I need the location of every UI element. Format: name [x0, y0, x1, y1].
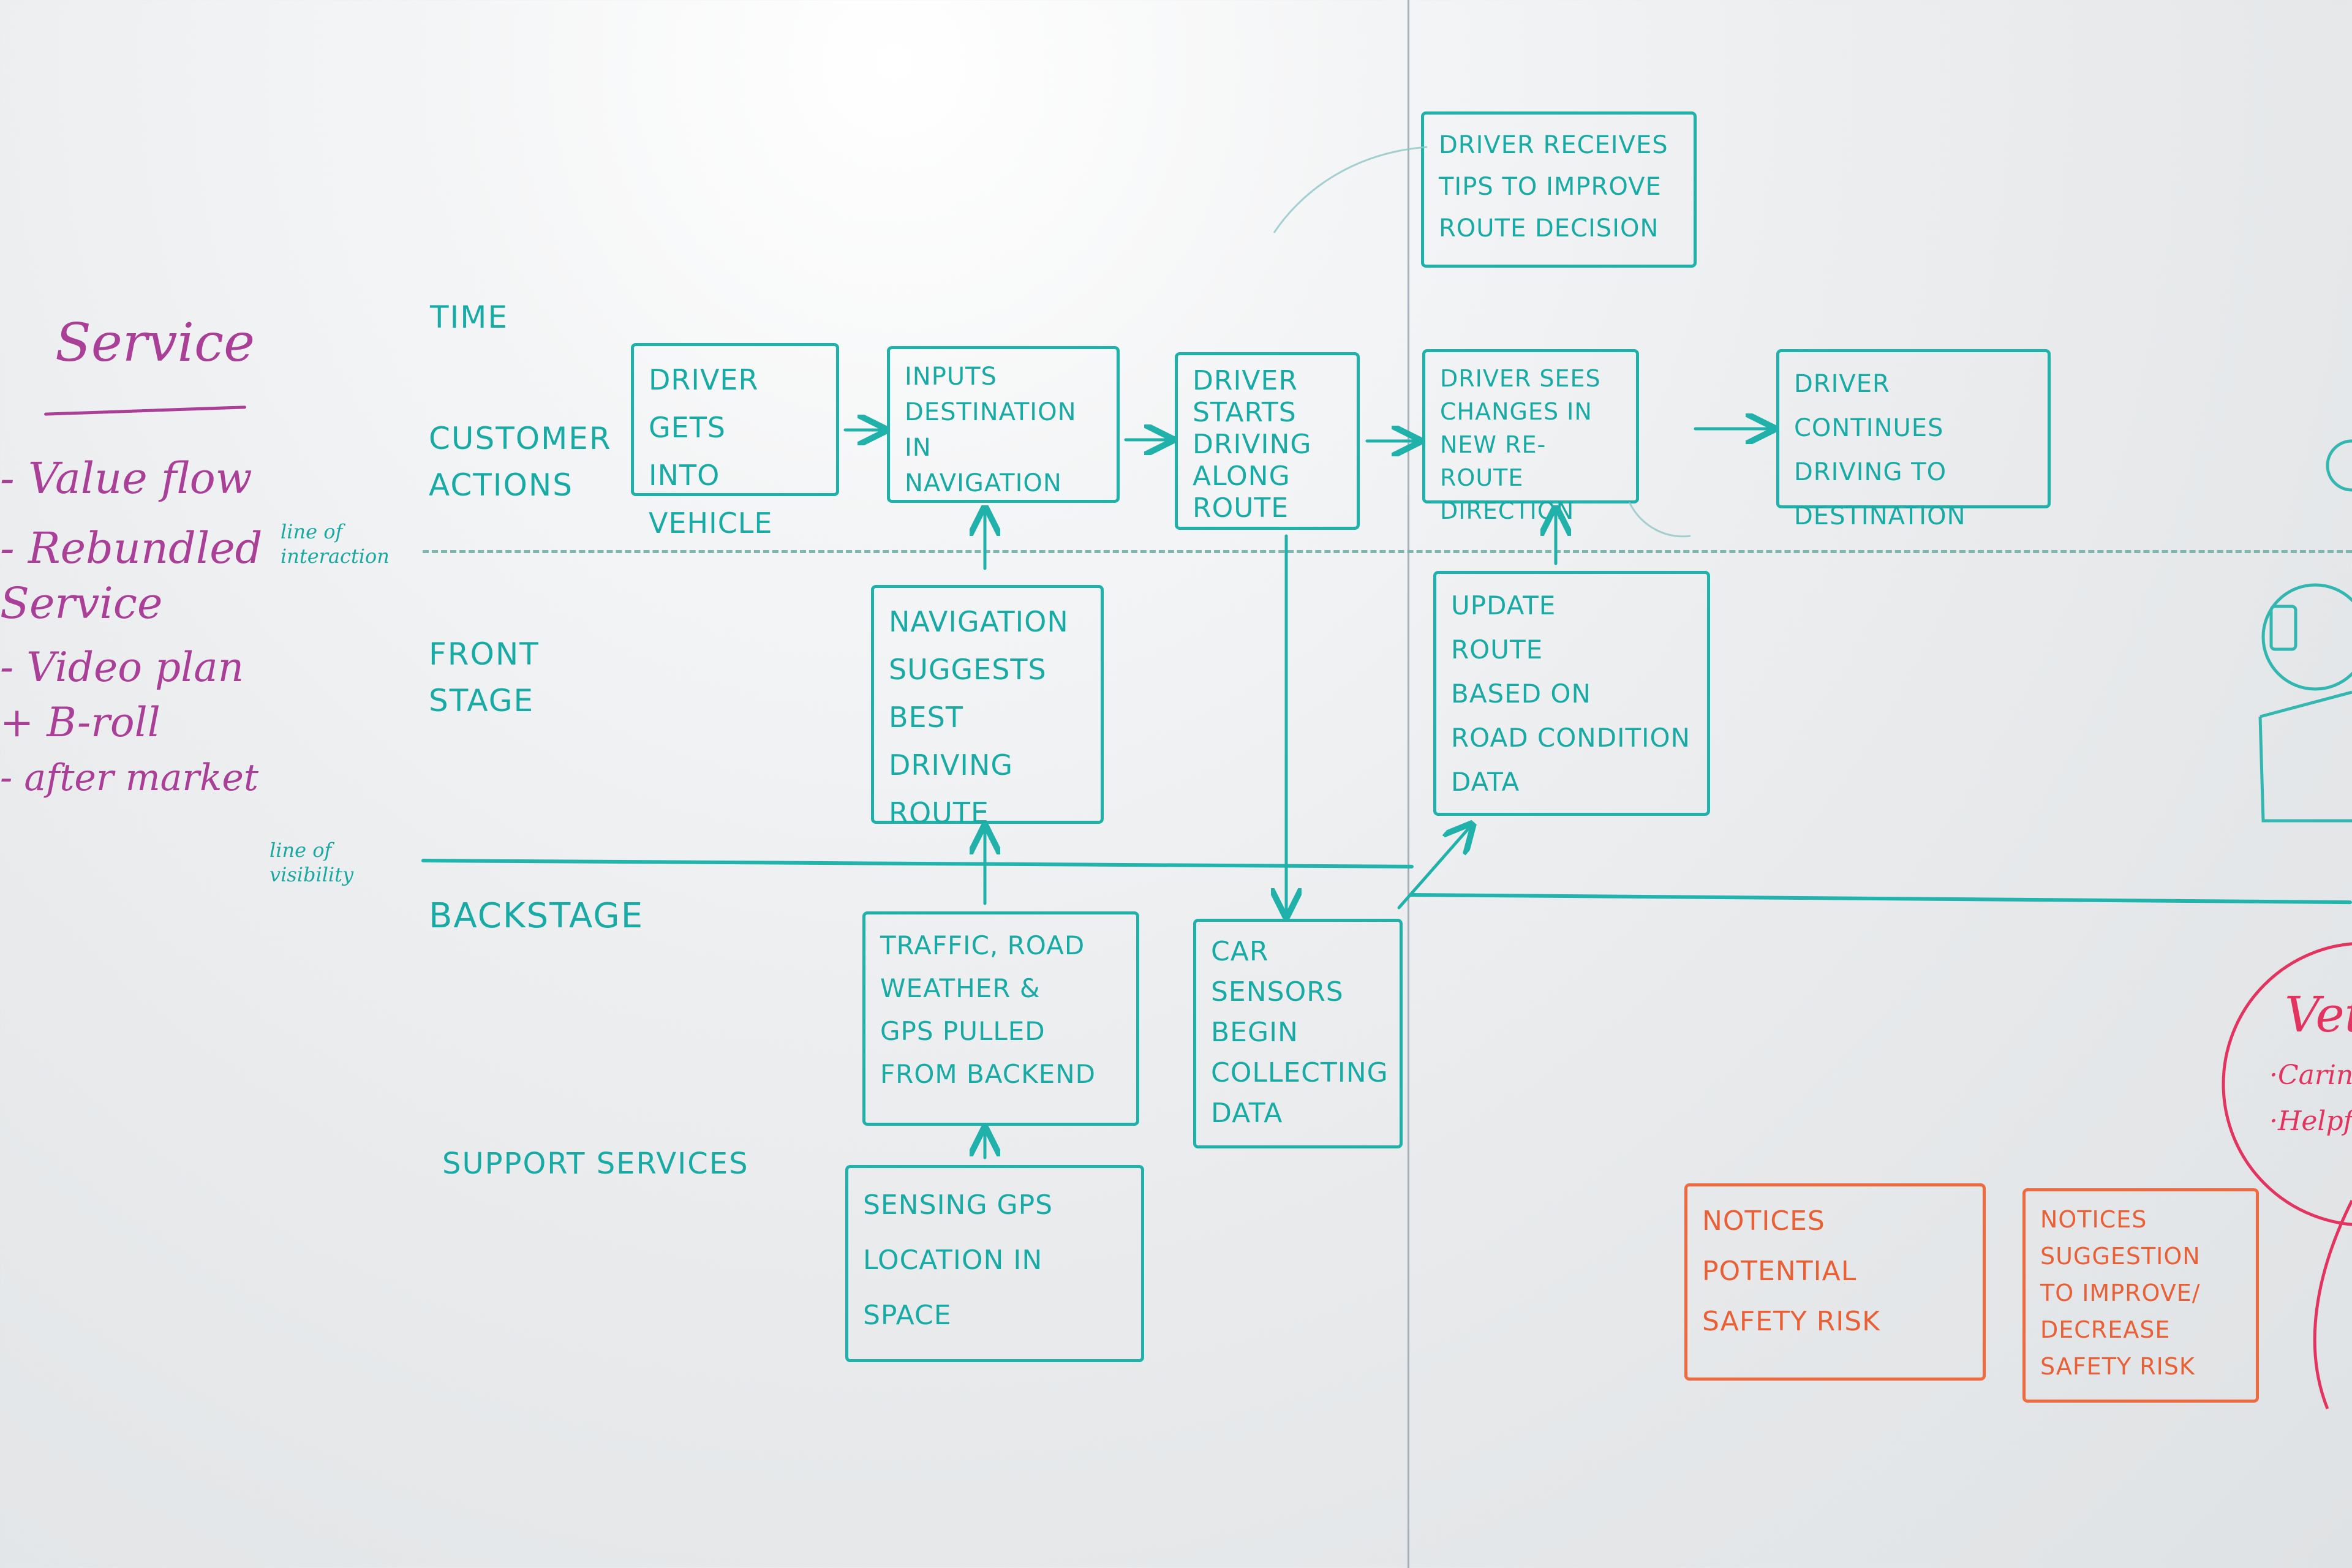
side-note-after-market: - after market [0, 756, 259, 799]
row-label-time: TIME [430, 300, 509, 335]
backstage-text: TRAFFIC, ROAD WEATHER & GPS PULLED FROM … [880, 930, 1096, 1089]
customer-action-text: INPUTS DESTINATION IN NAVIGATION [905, 363, 1077, 497]
orange-note-text: NOTICES POTENTIAL SAFETY RISK [1702, 1205, 1881, 1337]
front-stage-box: NAVIGATION SUGGESTS BEST DRIVING ROUTE [871, 585, 1104, 829]
board-seam [1408, 0, 1409, 1568]
customer-action-box: INPUTS DESTINATION IN NAVIGATION [887, 346, 1120, 503]
vet-item: ·Caring [2269, 1060, 2352, 1091]
support-service-text: SENSING GPS LOCATION IN SPACE [863, 1189, 1054, 1331]
vet-title: Vet [2285, 986, 2352, 1043]
front-stage-text: NAVIGATION SUGGESTS BEST DRIVING ROUTE [889, 605, 1069, 829]
orange-note-text: NOTICES SUGGESTION TO IMPROVE/ DECREASE … [2040, 1206, 2201, 1380]
phone-icon [2269, 605, 2297, 651]
front-stage-text: UPDATE ROUTE BASED ON ROAD CONDITION DAT… [1451, 590, 1691, 797]
sketch-curve [1628, 502, 1691, 538]
customer-action-box: DRIVER GETS INTO VEHICLE [631, 343, 839, 540]
row-label-support-services: SUPPORT SERVICES [442, 1147, 749, 1181]
support-service-box: SENSING GPS LOCATION IN SPACE [845, 1165, 1144, 1362]
vet-item: ·Helpfu [2269, 1106, 2352, 1137]
customer-action-text: DRIVER GETS INTO VEHICLE [649, 363, 773, 540]
top-note-text: DRIVER RECEIVES TIPS TO IMPROVE ROUTE DE… [1439, 131, 1668, 243]
service-title: Service [55, 312, 255, 374]
customer-action-box: DRIVER STARTS DRIVING ALONG ROUTE [1175, 352, 1360, 530]
arrow [1397, 827, 1470, 910]
vet-circle [2222, 942, 2352, 1226]
backstage-box: TRAFFIC, ROAD WEATHER & GPS PULLED FROM … [862, 911, 1139, 1126]
backstage-text: CAR SENSORS BEGIN COLLECTING DATA [1211, 936, 1389, 1129]
customer-action-box: DRIVER SEES CHANGES IN NEW RE-ROUTE DIRE… [1422, 349, 1639, 524]
side-note-rebundled: - Rebundled Service [0, 523, 263, 628]
row-label-customer-actions: CUSTOMER ACTIONS [429, 421, 612, 503]
sketch-curve [1273, 146, 1428, 233]
row-label-backstage: BACKSTAGE [429, 896, 644, 936]
backstage-box: CAR SENSORS BEGIN COLLECTING DATA [1193, 919, 1403, 1148]
line-of-interaction [423, 550, 2352, 553]
customer-action-text: DRIVER CONTINUES DRIVING TO DESTINATION [1794, 370, 1966, 530]
vet-circle-lower [2313, 1199, 2352, 1409]
row-label-front-stage: FRONT STAGE [429, 636, 540, 718]
orange-note-box: NOTICES SUGGESTION TO IMPROVE/ DECREASE … [2022, 1188, 2259, 1403]
customer-action-box: DRIVER CONTINUES DRIVING TO DESTINATION [1776, 349, 2051, 530]
front-stage-box: UPDATE ROUTE BASED ON ROAD CONDITION DAT… [1433, 571, 1710, 816]
car-sketch [2258, 690, 2352, 823]
side-note-value-flow: - Value flow [0, 453, 252, 503]
customer-action-text: DRIVER STARTS DRIVING ALONG ROUTE [1193, 365, 1312, 524]
line-of-visibility-note: line of visibility [270, 839, 354, 886]
phone-icon-ring [2261, 583, 2352, 691]
top-note-box: DRIVER RECEIVES TIPS TO IMPROVE ROUTE DE… [1421, 111, 1697, 268]
line-of-interaction-note: line of interaction [281, 520, 390, 568]
face-icon [2326, 439, 2352, 492]
side-note-video-plan: - Video plan + B-roll [0, 644, 244, 746]
orange-note-box: NOTICES POTENTIAL SAFETY RISK [1684, 1183, 1986, 1381]
